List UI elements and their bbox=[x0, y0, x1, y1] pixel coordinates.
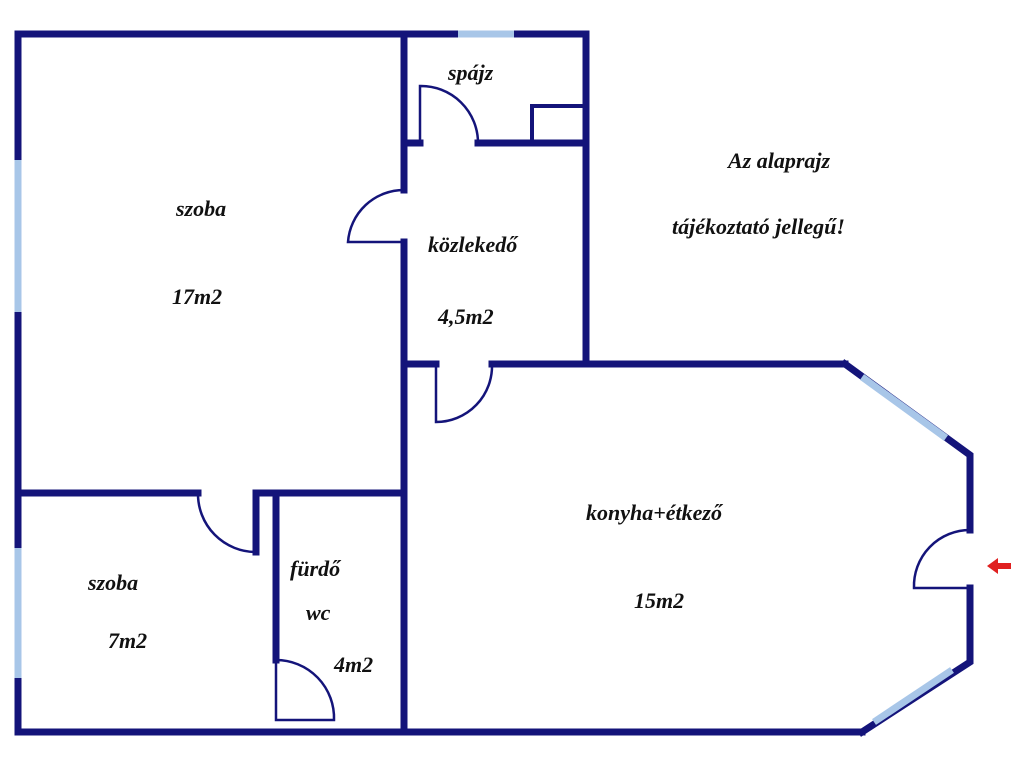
room-spajz-name: spájz bbox=[447, 60, 494, 85]
window-bay-upper bbox=[859, 374, 949, 441]
room-szoba-large-name: szoba bbox=[175, 196, 226, 221]
window-bay-lower bbox=[872, 667, 954, 725]
note-line-1: Az alaprajz bbox=[726, 148, 831, 173]
room-szoba-small-area: 7m2 bbox=[108, 628, 147, 653]
door-entrance bbox=[912, 528, 971, 590]
room-konyha-area: 15m2 bbox=[634, 588, 684, 613]
doors bbox=[196, 84, 971, 722]
wall-kitchen-bay bbox=[840, 359, 974, 534]
door-corridor-kitchen bbox=[434, 363, 494, 424]
room-furdo-sub: wc bbox=[306, 600, 331, 625]
room-kozlekedo-name: közlekedő bbox=[428, 232, 519, 257]
wall-kitchen-bay-lower bbox=[857, 584, 974, 737]
windows bbox=[14, 30, 954, 725]
room-konyha-name: konyha+étkező bbox=[586, 500, 724, 525]
door-szoba-small bbox=[196, 492, 258, 554]
room-furdo-name: fürdő bbox=[290, 556, 342, 581]
door-furdo bbox=[274, 658, 336, 722]
door-szoba-large bbox=[346, 188, 405, 244]
room-szoba-large-area: 17m2 bbox=[172, 284, 222, 309]
door-spajz bbox=[418, 84, 480, 144]
note-line-2: tájékoztató jellegű! bbox=[672, 214, 845, 239]
room-kozlekedo-area: 4,5m2 bbox=[437, 304, 494, 329]
wall-spajz-box bbox=[530, 104, 588, 145]
entrance-arrow-icon bbox=[987, 558, 1011, 574]
room-furdo-area: 4m2 bbox=[333, 652, 373, 677]
walls bbox=[14, 30, 974, 737]
room-szoba-small-name: szoba bbox=[87, 570, 138, 595]
